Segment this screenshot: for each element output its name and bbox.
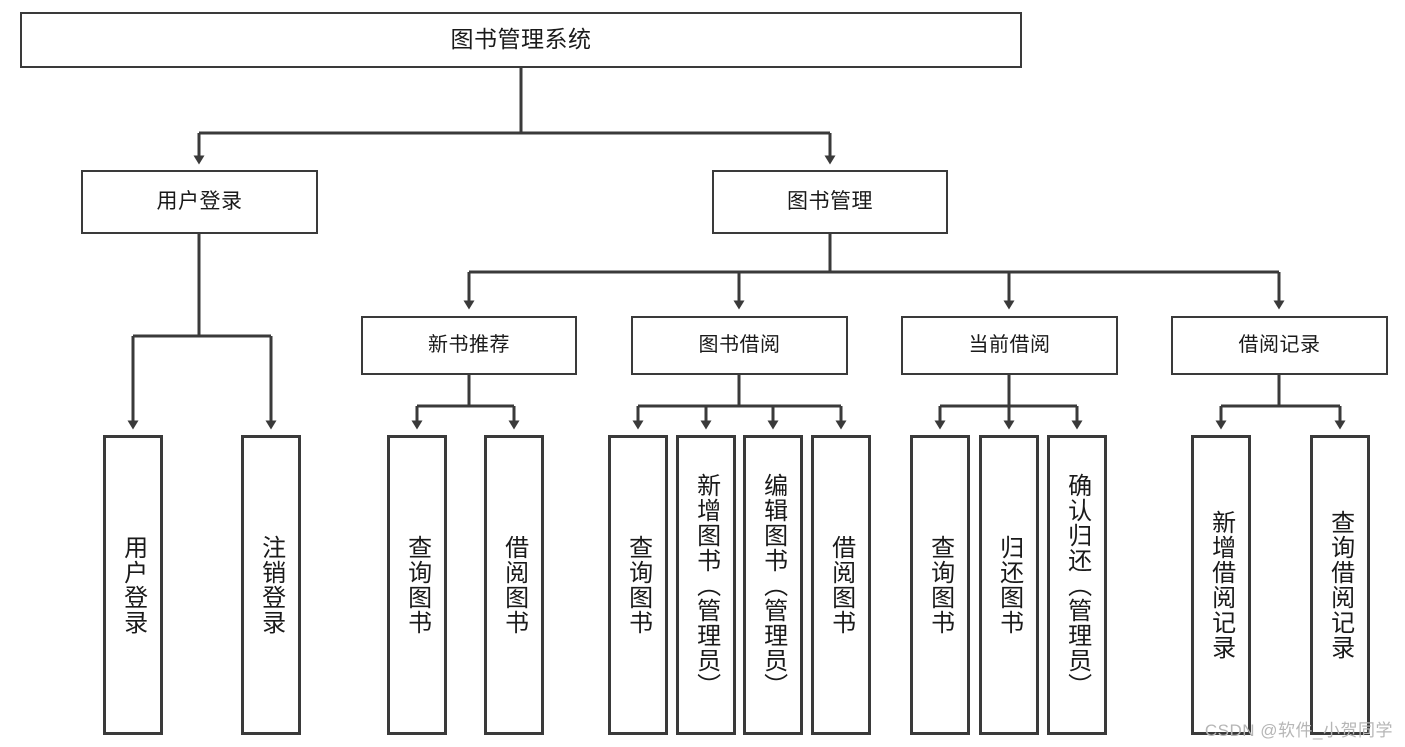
node-borrow-record[interactable]: 借阅记录 (1171, 316, 1388, 375)
leaf-book-borrow-edit-book-admin[interactable]: 编辑图书（管理员） (743, 435, 803, 735)
leaf-current-borrow-confirm-return-admin[interactable]: 确认归还（管理员） (1047, 435, 1107, 735)
node-label: 新书推荐 (428, 333, 510, 356)
node-current-borrow[interactable]: 当前借阅 (901, 316, 1118, 375)
node-new-book-recommend[interactable]: 新书推荐 (361, 316, 577, 375)
leaf-user-login-login[interactable]: 用户登录 (103, 435, 163, 735)
node-book-management[interactable]: 图书管理 (712, 170, 948, 234)
leaf-current-borrow-query-book[interactable]: 查询图书 (910, 435, 970, 735)
leaf-book-borrow-borrow-book[interactable]: 借阅图书 (811, 435, 871, 735)
node-label: 当前借阅 (968, 333, 1051, 356)
node-user-login[interactable]: 用户登录 (81, 170, 318, 234)
node-book-borrow[interactable]: 图书借阅 (631, 316, 848, 375)
leaf-book-borrow-query-book[interactable]: 查询图书 (608, 435, 668, 735)
node-label: 用户登录 (119, 535, 147, 635)
leaf-book-borrow-add-book-admin[interactable]: 新增图书（管理员） (676, 435, 736, 735)
node-root-book-management-system[interactable]: 图书管理系统 (20, 12, 1022, 68)
node-label: 借阅图书 (827, 535, 855, 635)
node-label: 借阅记录 (1238, 333, 1321, 356)
csdn-watermark: CSDN @软件_小贺同学 (1204, 721, 1393, 740)
node-label: 新增借阅记录 (1207, 510, 1235, 660)
node-label: 新增图书（管理员） (692, 472, 720, 698)
node-label: 确认归还（管理员） (1063, 472, 1091, 698)
node-label: 图书管理系统 (450, 26, 592, 53)
node-label: 图书管理 (787, 189, 873, 213)
node-label: 查询图书 (926, 535, 954, 635)
leaf-borrow-record-add-record[interactable]: 新增借阅记录 (1191, 435, 1251, 735)
node-label: 图书借阅 (698, 333, 781, 356)
node-label: 注销登录 (257, 535, 285, 635)
leaf-new-book-query-book[interactable]: 查询图书 (387, 435, 447, 735)
leaf-new-book-borrow-book[interactable]: 借阅图书 (484, 435, 544, 735)
node-label: 查询图书 (403, 535, 431, 635)
leaf-borrow-record-query-record[interactable]: 查询借阅记录 (1310, 435, 1370, 735)
node-label: 查询借阅记录 (1326, 510, 1354, 660)
node-label: 用户登录 (156, 189, 243, 213)
leaf-user-login-logout[interactable]: 注销登录 (241, 435, 301, 735)
node-label: 编辑图书（管理员） (759, 472, 787, 698)
leaf-current-borrow-return-book[interactable]: 归还图书 (979, 435, 1039, 735)
node-label: 查询图书 (624, 535, 652, 635)
node-label: 借阅图书 (500, 535, 528, 635)
node-label: 归还图书 (995, 535, 1023, 635)
